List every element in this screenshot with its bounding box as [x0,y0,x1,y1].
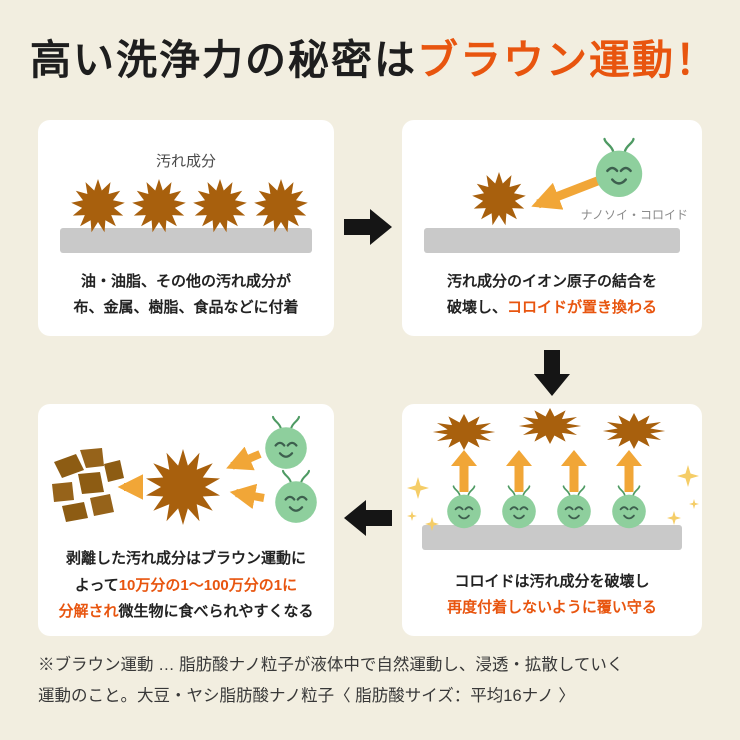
flow-arrow-left-icon [344,500,392,536]
colloid-icon [594,137,644,198]
sparkle-icon [407,477,429,499]
sparkle-icon [667,511,681,525]
up-arrow-icon [561,450,587,492]
title-exclamation: ！ [675,37,718,83]
footnote: ※ブラウン運動 … 脂肪酸ナノ粒子が液体中で自然運動し、浸透・拡散していく 運動… [38,650,710,711]
caption-text: よって [74,576,119,594]
sparkle-icon [689,499,699,509]
dirt-particles-label: 汚れ成分 [155,153,216,170]
decompose-caption: 剥離した汚れ成分はブラウン運動に よって10万分の1〜100万分の1に 分解され… [38,546,334,626]
arrow-shape [344,209,392,245]
up-arrow-icon [616,450,642,492]
caption-text: 汚れ成分のイオン原子の結合を [446,272,657,290]
caption-text: 油・油脂、その他の汚れ成分が [80,272,291,290]
up-arrow-icon [506,450,532,492]
panel-colloid-covers: コロイドは汚れ成分を破壊し 再度付着しないように覆い守る [402,404,702,636]
dirt-illustration [60,179,312,253]
gold-arrow-icon [531,175,602,210]
decompose-illustration [52,415,318,525]
surface-bar [60,228,312,253]
colloid-icon [501,485,537,529]
title-highlight: ブラウン運動 [417,37,675,83]
arrow-shape [344,500,392,536]
debris-icon [104,460,124,482]
ejected-dirt-icon [518,408,582,444]
colloid-icon [556,485,592,529]
caption-text-highlight: 再度付着しないように覆い守る [447,599,657,617]
debris-icon [52,482,74,502]
footnote-line: 運動のこと。大豆・ヤシ脂肪酸ナノ粒子〈 脂肪酸サイズ：平均16ナノ 〉 [38,686,575,705]
colloid-icon [611,485,647,529]
flow-arrow-right-icon [344,209,392,245]
dirt-particle-icon [71,179,125,233]
colloid-label: ナノソイ・コロイド [580,208,688,222]
caption-text: 破壊し、 [446,299,507,317]
debris-icon [78,472,104,494]
cover-caption: コロイドは汚れ成分を破壊し 再度付着しないように覆い守る [402,569,702,622]
debris-icon [54,454,84,478]
caption-text-highlight: 分解され [58,603,119,621]
cover-illustration [407,408,699,550]
dirt-particle-icon [254,179,308,233]
replace-illustration [424,137,680,253]
replace-caption: 汚れ成分のイオン原子の結合を 破壊し、コロイドが置き換わる [402,269,702,322]
dirt-particle-icon [132,179,186,233]
debris-icon [80,448,104,468]
caption-text: コロイドは汚れ成分を破壊し [454,572,650,590]
debris-icon [62,502,88,522]
flow-arrow-down-icon [534,350,570,396]
dirt-particle-icon [193,179,247,233]
caption-text: 剥離した汚れ成分はブラウン運動に [65,549,306,567]
ejected-dirt-icon [432,414,496,450]
surface-bar [424,228,680,253]
footnote-line: ※ブラウン運動 … 脂肪酸ナノ粒子が液体中で自然運動し、浸透・拡散していく [38,656,624,674]
colloid-icon [446,485,482,529]
debris-icon [90,494,114,516]
surface-bar [422,525,682,550]
arrow-shape [534,350,570,396]
colloid-icon [274,469,318,524]
caption-text-highlight: コロイドが置き換わる [507,299,658,317]
sparkle-icon [407,511,417,521]
caption-text: 微生物に食べられやすくなる [118,603,314,621]
ejected-dirt-icon [602,413,666,449]
sparkle-icon [425,517,439,531]
sparkle-icon [677,465,699,487]
page-title: 高い洗浄力の秘密はブラウン運動！ [30,26,718,86]
colloid-icon [264,415,308,470]
caption-text-highlight: 10万分の1〜100万分の1に [118,576,298,594]
gold-arrow-icon [226,446,262,471]
caption-text: 布、金属、樹脂、食品などに付着 [73,299,299,317]
dirt-caption: 油・油脂、その他の汚れ成分が 布、金属、樹脂、食品などに付着 [38,269,334,322]
dirt-particle-icon [146,449,220,525]
title-prefix: 高い洗浄力の秘密は [30,37,417,83]
panel-decompose: 剥離した汚れ成分はブラウン運動に よって10万分の1〜100万分の1に 分解され… [38,404,334,636]
panel-colloid-replaces: ナノソイ・コロイド 汚れ成分のイオン原子の結合を 破壊し、コロイドが置き換わる [402,120,702,336]
dirt-particle-icon [472,172,526,226]
gold-arrow-icon [229,483,265,509]
up-arrow-icon [451,450,477,492]
panel-dirt-on-surface: 汚れ成分 油・油脂、その他の汚れ成分が 布、金属、樹脂、食品などに付着 [38,120,334,336]
